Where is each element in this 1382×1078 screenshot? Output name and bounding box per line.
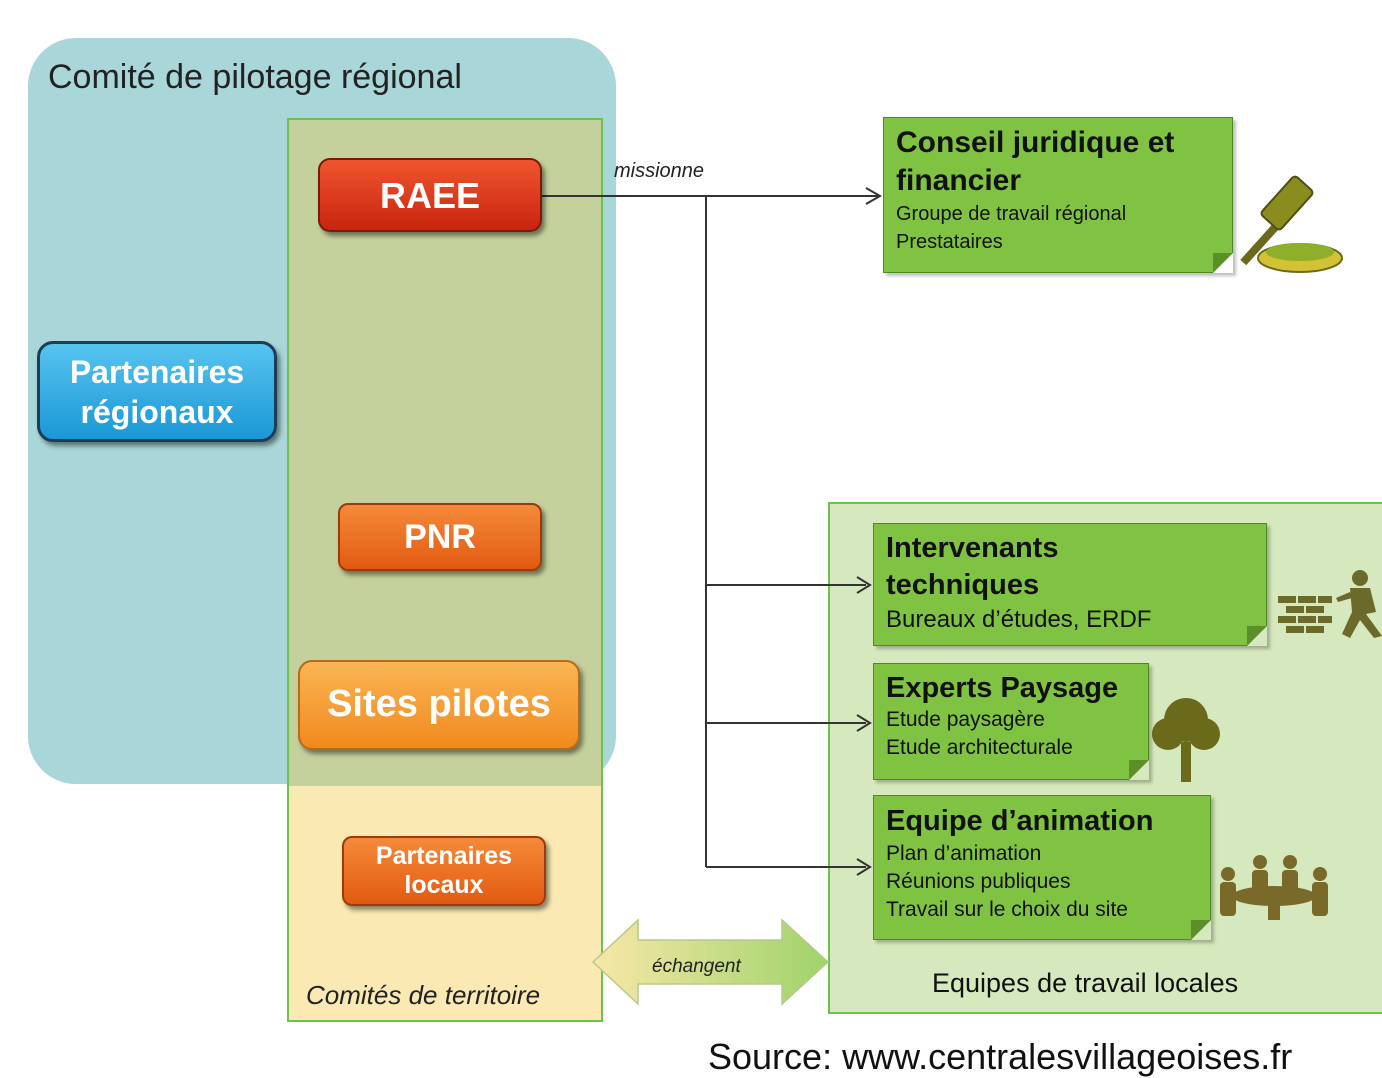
experts-paysage-card[interactable]: Experts Paysage Etude paysagère Etude ar… <box>873 663 1149 780</box>
pnr-box[interactable]: PNR <box>338 503 542 571</box>
gavel-icon <box>1240 175 1343 273</box>
bricklayer-icon <box>1278 570 1382 638</box>
page-fold-corner <box>1129 760 1149 780</box>
page-fold-corner <box>1191 920 1211 940</box>
arrowhead-experts <box>856 714 872 732</box>
echangent-label: échangent <box>652 956 741 977</box>
echangent-double-arrow <box>591 918 830 1006</box>
arrowhead-conseil <box>865 187 883 205</box>
conseil-line-1: Groupe de travail régional <box>896 203 1127 225</box>
sites-pilotes-box[interactable]: Sites pilotes <box>298 660 580 750</box>
experts-line-2: Etude architecturale <box>886 736 1073 759</box>
comite-pilotage-regional-title: Comité de pilotage régional <box>48 58 462 96</box>
equipe-line-3: Travail sur le choix du site <box>886 898 1128 921</box>
arrowhead-equipe <box>856 858 872 876</box>
intervenants-title-line-2: techniques <box>886 569 1040 601</box>
source-caption: Source: www.centralesvillageoises.fr <box>708 1036 1293 1077</box>
equipe-animation-card[interactable]: Equipe d’animation Plan d’animation Réun… <box>873 795 1211 940</box>
partenaires-locaux-line-2: locaux <box>404 871 484 899</box>
equipe-line-2: Réunions publiques <box>886 870 1071 893</box>
comites-territoire-label: Comités de territoire <box>306 980 541 1010</box>
intervenants-title-line-1: Intervenants <box>886 532 1059 564</box>
conseil-juridique-card[interactable]: Conseil juridique et financier Groupe de… <box>883 117 1233 273</box>
intervenants-techniques-card[interactable]: Intervenants techniques Bureaux d’études… <box>873 523 1267 646</box>
page-fold-corner <box>1213 253 1233 273</box>
partenaires-regionaux-box[interactable]: Partenaires régionaux <box>37 341 277 442</box>
partenaires-locaux-box[interactable]: Partenaires locaux <box>342 836 546 906</box>
partenaires-locaux-line-1: Partenaires <box>375 842 513 871</box>
experts-title: Experts Paysage <box>886 672 1119 704</box>
arrowhead-intervenants <box>856 576 872 594</box>
partenaires-regionaux-line-2: régionaux <box>80 393 234 430</box>
conseil-line-2: Prestataires <box>896 231 1003 253</box>
conseil-title-line-1: Conseil juridique et <box>896 126 1175 159</box>
raee-box[interactable]: RAEE <box>318 158 542 232</box>
tree-icon <box>1152 698 1220 782</box>
equipe-title: Equipe d’animation <box>886 805 1154 837</box>
partenaires-regionaux-line-1: Partenaires <box>69 353 245 390</box>
equipe-line-1: Plan d’animation <box>886 842 1042 865</box>
page-fold-corner <box>1247 626 1267 646</box>
conseil-title-line-2: financier <box>896 164 1022 197</box>
equipes-travail-locales-label: Equipes de travail locales <box>932 968 1239 998</box>
intervenants-line-1: Bureaux d’études, ERDF <box>886 606 1152 633</box>
meeting-icon <box>1220 855 1328 920</box>
experts-line-1: Etude paysagère <box>886 708 1045 731</box>
missionne-label: missionne <box>614 160 705 182</box>
